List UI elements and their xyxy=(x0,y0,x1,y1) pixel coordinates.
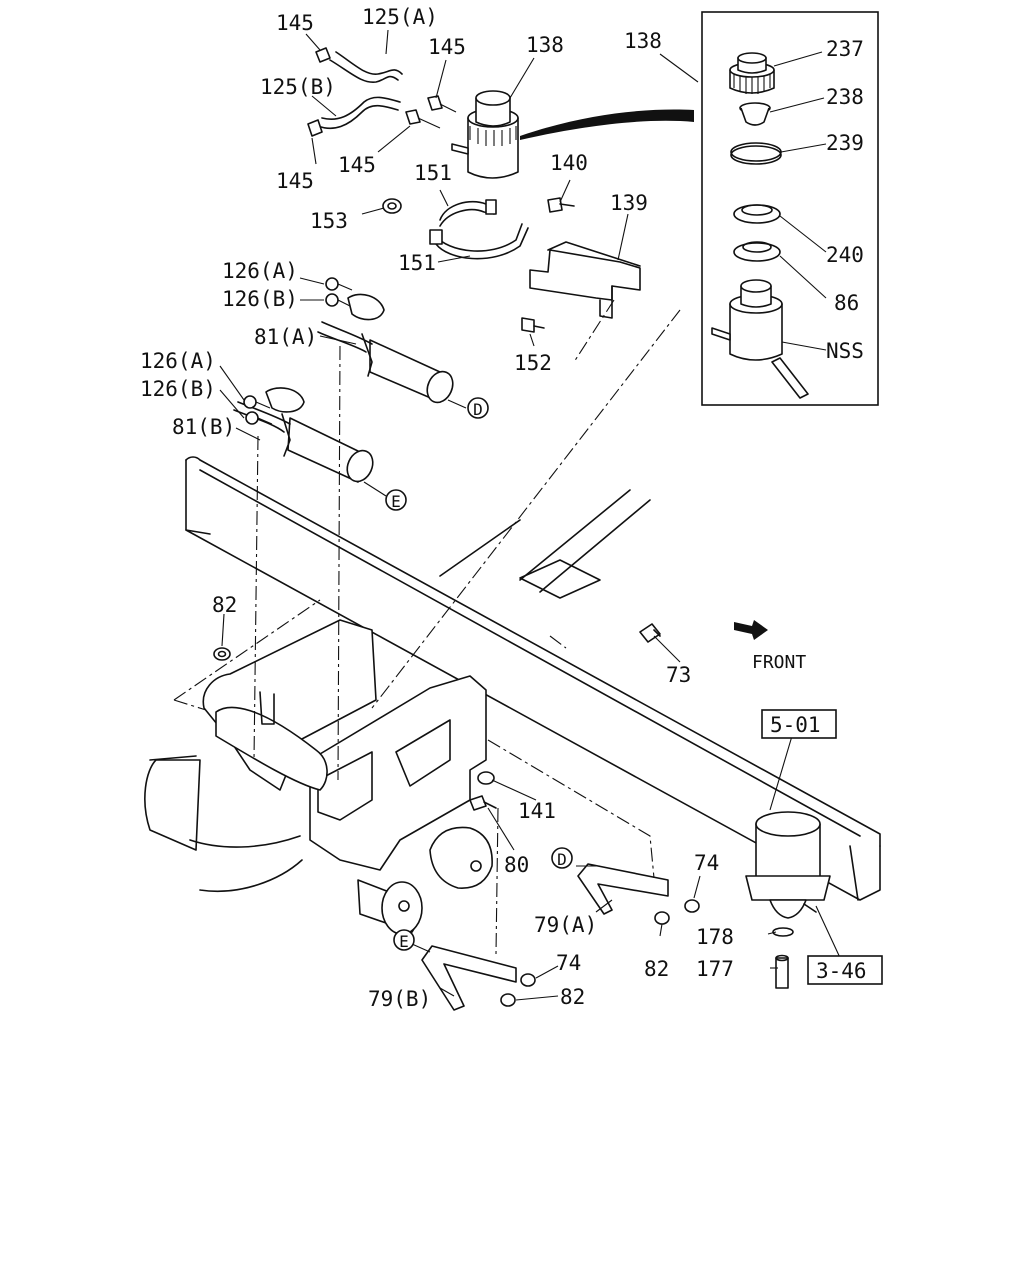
label-237: 237 xyxy=(826,37,864,61)
label-82-lower: 82 xyxy=(560,985,585,1009)
strainer-238 xyxy=(739,102,771,126)
packing-240 xyxy=(733,204,781,224)
label-178: 178 xyxy=(696,925,734,949)
label-126b-lower: 126(B) xyxy=(140,377,216,401)
callout-circle-d1 xyxy=(467,397,489,419)
callout-e1: E xyxy=(391,492,401,511)
nut-141 xyxy=(477,771,495,785)
air-cylinders xyxy=(144,755,493,935)
label-80: 80 xyxy=(504,853,529,877)
front-arrow-icon xyxy=(734,620,768,640)
label-138-inset: 138 xyxy=(624,29,662,53)
nut-82-upper xyxy=(213,647,231,661)
label-74-right: 74 xyxy=(694,851,719,875)
parts-178-177 xyxy=(772,927,794,989)
label-151-lower: 151 xyxy=(398,251,436,275)
label-153: 153 xyxy=(310,209,348,233)
hose-125b xyxy=(317,96,401,130)
nut-153 xyxy=(382,198,402,214)
label-125b: 125(B) xyxy=(260,75,336,99)
nut-74-right xyxy=(684,899,700,913)
bolt-73 xyxy=(639,623,661,643)
label-ref-5-01: 5-01 xyxy=(770,713,821,737)
clamp-151-lower xyxy=(429,223,529,260)
label-138: 138 xyxy=(526,33,564,57)
valve-81b xyxy=(233,387,374,483)
bolt-140 xyxy=(547,197,575,213)
leader-lines xyxy=(219,29,843,1001)
hose-125a xyxy=(329,51,403,83)
bracket-79b xyxy=(421,945,517,1011)
label-152: 152 xyxy=(514,351,552,375)
assembly-lines xyxy=(173,299,681,955)
label-126b-upper: 126(B) xyxy=(222,287,298,311)
label-81b: 81(B) xyxy=(172,415,235,439)
label-82-upper: 82 xyxy=(212,593,237,617)
label-140: 140 xyxy=(550,151,588,175)
clips-145 xyxy=(307,47,457,137)
clamp-151-upper xyxy=(439,199,497,227)
callout-circle-d2 xyxy=(551,847,573,869)
fittings-126-upper xyxy=(325,277,353,307)
label-126a-lower: 126(A) xyxy=(140,349,216,373)
nut-82-lower xyxy=(500,993,516,1007)
ring-86 xyxy=(733,241,781,262)
label-74-lower: 74 xyxy=(556,951,581,975)
callout-e2: E xyxy=(399,932,409,951)
label-145-top-left: 145 xyxy=(276,11,314,35)
label-126a-upper: 126(A) xyxy=(222,259,298,283)
label-151-upper: 151 xyxy=(414,161,452,185)
callout-circle-e2 xyxy=(393,929,415,951)
label-145-middle: 145 xyxy=(338,153,376,177)
label-141: 141 xyxy=(518,799,556,823)
label-79a: 79(A) xyxy=(534,913,597,937)
mounting-bracket xyxy=(202,619,487,871)
callout-d1: D xyxy=(473,400,483,419)
valve-81a xyxy=(317,293,454,404)
bracket-79a xyxy=(577,863,669,915)
label-front: FRONT xyxy=(752,652,806,673)
label-81a: 81(A) xyxy=(254,325,317,349)
callout-d2: D xyxy=(557,850,567,869)
label-73: 73 xyxy=(666,663,691,687)
chassis-frame xyxy=(185,456,881,901)
callout-circle-e1 xyxy=(385,489,407,511)
label-145-bottom-left: 145 xyxy=(276,169,314,193)
label-79b: 79(B) xyxy=(368,987,431,1011)
label-82-middle: 82 xyxy=(644,957,669,981)
air-dryer xyxy=(745,811,831,919)
reservoir-138 xyxy=(451,90,694,179)
part-labels: 145 125(A) 145 138 138 237 125(B) 238 23… xyxy=(140,5,867,1011)
bracket-139 xyxy=(529,241,641,319)
ref-box-3-46 xyxy=(807,955,883,985)
label-240: 240 xyxy=(826,243,864,267)
label-239: 239 xyxy=(826,131,864,155)
cap-237 xyxy=(729,52,775,94)
reservoir-body-nss xyxy=(711,279,809,399)
label-145-top: 145 xyxy=(428,35,466,59)
label-ref-3-46: 3-46 xyxy=(816,959,867,983)
label-238: 238 xyxy=(826,85,864,109)
label-125a: 125(A) xyxy=(362,5,438,29)
label-nss: NSS xyxy=(826,339,864,363)
label-177: 177 xyxy=(696,957,734,981)
bolt-152 xyxy=(521,317,545,333)
inset-detail-box xyxy=(701,11,879,406)
fittings-126-lower xyxy=(243,395,273,425)
nut-82-middle xyxy=(654,911,670,925)
label-86: 86 xyxy=(834,291,859,315)
bolt-80 xyxy=(469,795,497,811)
ref-box-5-01 xyxy=(761,709,837,739)
label-139: 139 xyxy=(610,191,648,215)
nut-74-lower xyxy=(520,973,536,987)
